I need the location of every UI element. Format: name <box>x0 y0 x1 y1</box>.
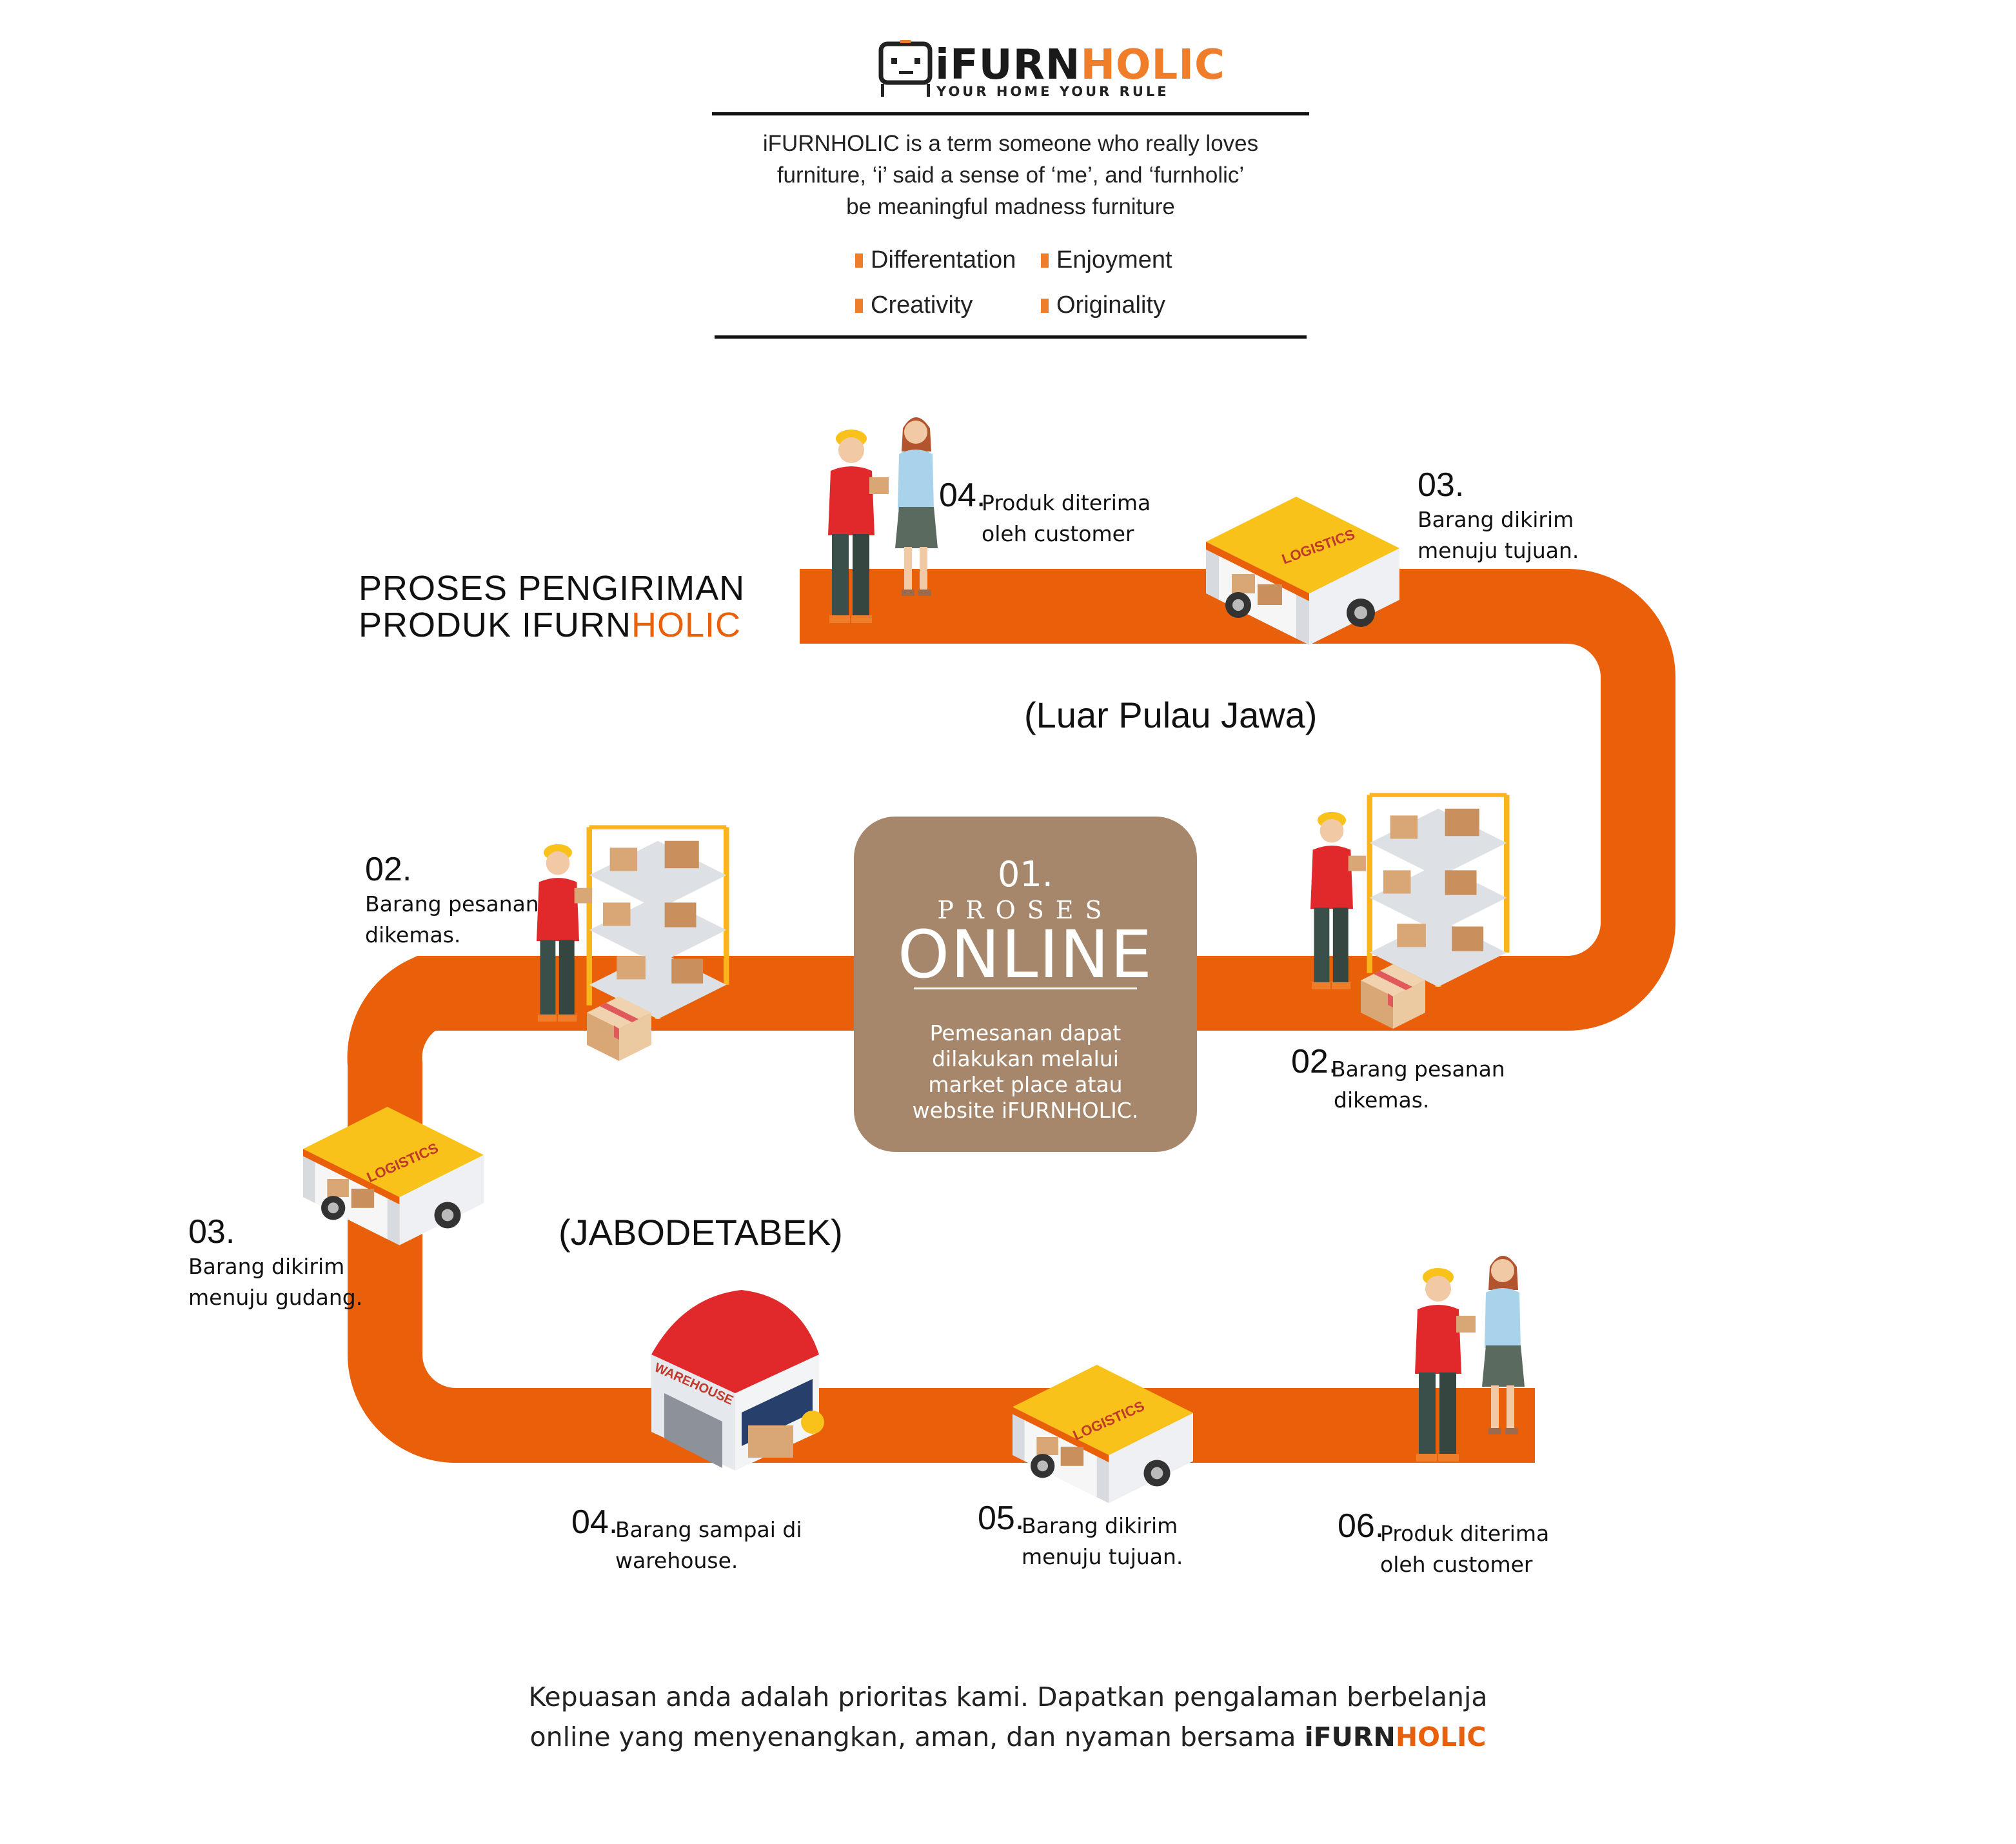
online-label-small: PROSES <box>937 896 1114 924</box>
value-differentation: Differentation <box>855 246 1016 274</box>
handover-illustration-outside <box>828 417 938 623</box>
page-title: PROSES PENGIRIMAN PRODUK IFURNHOLIC <box>359 569 746 644</box>
parcel-box-local <box>587 996 651 1061</box>
online-step-number: 01. <box>998 854 1053 895</box>
value-enjoyment: Enjoyment <box>1041 246 1172 274</box>
brand-suffix: HOLIC <box>1080 41 1225 89</box>
online-process-card: 01. PROSES ONLINE Pemesanan dapat dilaku… <box>854 817 1197 1152</box>
warehouse-building-icon <box>651 1290 824 1471</box>
online-description: Pemesanan dapat dilakukan melalui market… <box>912 1020 1139 1123</box>
warehouse-shelf-local <box>574 800 742 1019</box>
tv-logo-icon <box>878 40 933 97</box>
region-jabodetabek: (JABODETABEK) <box>558 1212 843 1253</box>
online-divider <box>914 987 1137 989</box>
brand-tagline: YOUR HOME YOUR RULE <box>936 84 1169 99</box>
online-label-big: ONLINE <box>897 917 1154 993</box>
bullet-icon <box>1041 253 1049 268</box>
local-step-05: 05. Barang dikirim menuju tujuan. <box>978 1500 1183 1569</box>
header-rule-bottom <box>715 335 1307 339</box>
outside-step-02: 02. Barang pesanan dikemas. <box>1291 1043 1505 1113</box>
bullet-icon <box>855 298 863 313</box>
value-originality: Originality <box>1041 292 1165 319</box>
outside-step-04: 04. Produk diterima oleh customer <box>939 477 1151 546</box>
brand-description: iFURNHOLIC is a term someone who really … <box>762 131 1259 219</box>
value-creativity: Creativity <box>855 292 973 319</box>
local-step-04: 04. Barang sampai di warehouse. <box>571 1503 802 1573</box>
outside-step-03: 03. Barang dikirim menuju tujuan. <box>1418 466 1579 563</box>
brand-prefix: iFURN <box>935 41 1081 89</box>
local-step-03: 03. Barang dikirim menuju gudang. <box>188 1213 363 1310</box>
brand-logo: iFURNHOLIC <box>935 41 1225 89</box>
bullet-icon <box>1041 298 1049 313</box>
jabodetabek-route <box>347 956 1535 1463</box>
footer-message: Kepuasan anda adalah prioritas kami. Dap… <box>528 1681 1488 1752</box>
handover-illustration-local <box>1415 1256 1525 1462</box>
warehouse-shelf-outside <box>1354 768 1522 987</box>
local-step-06: 06. Produk diterima oleh customer <box>1338 1507 1550 1577</box>
outside-java-route <box>800 569 1675 1031</box>
header-rule-top <box>712 112 1309 115</box>
region-outside-java: (Luar Pulau Jawa) <box>1024 695 1318 735</box>
parcel-box-outside <box>1361 964 1425 1029</box>
bullet-icon <box>855 253 863 268</box>
local-step-02: 02. Barang pesanan dikemas. <box>365 851 539 947</box>
